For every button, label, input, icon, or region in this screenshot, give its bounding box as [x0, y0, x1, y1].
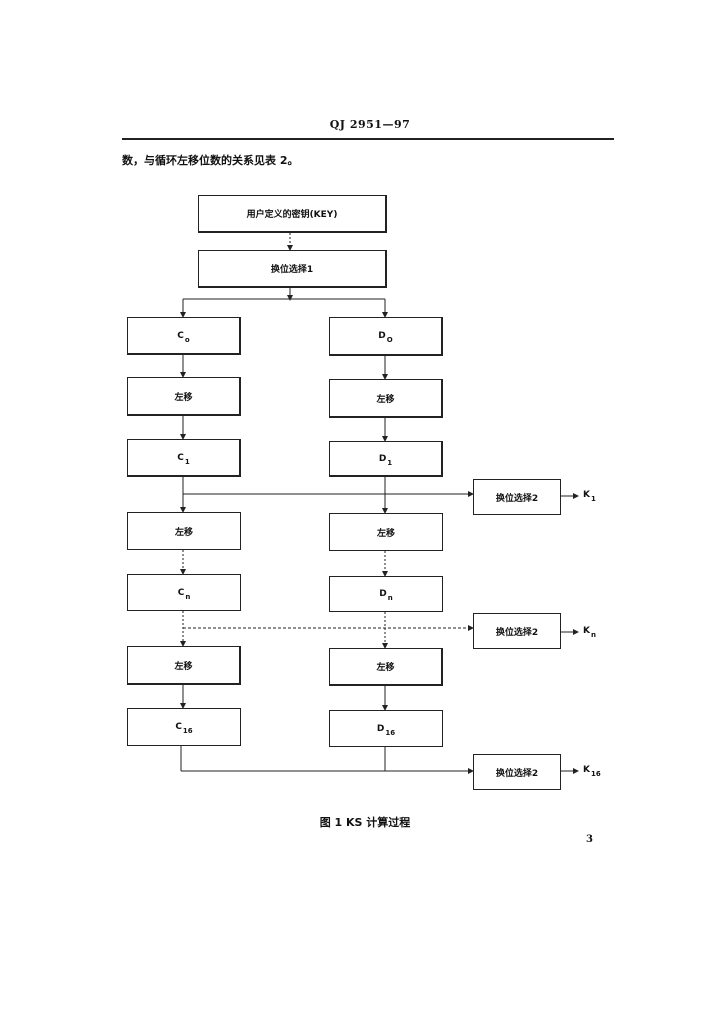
key-box-label: 用户定义的密钥(KEY) — [246, 210, 338, 220]
c1-base: C — [177, 452, 184, 463]
c-shift-label-2: 左移 — [174, 527, 193, 538]
standard-code: QJ 2951—97 — [329, 118, 411, 131]
d-shift-label-2: 左移 — [376, 528, 395, 539]
k16-base: K — [583, 765, 590, 775]
dn-sub: n — [387, 594, 393, 602]
cn-sub: n — [185, 592, 191, 601]
k1-base: K — [583, 490, 590, 500]
d0-sub: O — [386, 336, 393, 344]
d1-base: D — [378, 453, 387, 464]
intro-text: 数，与循环左移位数的关系见表 2。 — [122, 154, 299, 167]
k1-output: K1 — [583, 490, 596, 503]
pc2-box-3: 换位选择2 — [473, 754, 561, 790]
c-shift-box-2: 左移 — [127, 512, 241, 550]
d-shift-box-3: 左移 — [329, 648, 443, 686]
kn-base: K — [583, 626, 590, 636]
c1-sub: 1 — [184, 457, 190, 466]
pc1-box-label: 换位选择1 — [270, 265, 314, 275]
k16-sub: 16 — [590, 770, 601, 778]
c-shift-label-3: 左移 — [174, 661, 193, 672]
pc2-label-1: 换位选择2 — [495, 493, 539, 504]
c-shift-box-1: 左移 — [127, 377, 241, 416]
d-shift-label-3: 左移 — [376, 663, 395, 673]
pc2-label-2: 换位选择2 — [495, 627, 539, 638]
figure-caption: 图 1 KS 计算过程 — [319, 816, 411, 829]
d16-sub: 16 — [385, 728, 396, 737]
pc2-label-3: 换位选择2 — [495, 768, 539, 779]
d16-base: D — [376, 723, 385, 734]
kn-output: Kn — [583, 626, 596, 639]
c16-base: C — [175, 722, 182, 732]
c16-sub: 16 — [182, 727, 193, 735]
d-shift-box-1: 左移 — [329, 379, 443, 418]
d0-base: D — [378, 331, 386, 341]
c-shift-box-3: 左移 — [127, 646, 241, 685]
c-shift-label-1: 左移 — [174, 392, 193, 403]
dn-base: D — [379, 589, 387, 599]
pc2-box-2: 换位选择2 — [473, 613, 561, 649]
k16-output: K16 — [583, 765, 601, 778]
k1-sub: 1 — [590, 495, 596, 503]
c0-sub: o — [184, 335, 190, 344]
d1-sub: 1 — [387, 458, 393, 467]
page-number: 3 — [586, 834, 593, 845]
pc1-box: 换位选择1 — [198, 250, 387, 288]
d-shift-box-2: 左移 — [329, 513, 443, 551]
key-box: 用户定义的密钥(KEY) — [198, 195, 387, 233]
kn-sub: n — [590, 631, 596, 639]
d-shift-label-1: 左移 — [376, 394, 395, 405]
cn-base: C — [177, 587, 185, 598]
header-rule — [122, 138, 614, 140]
c0-base: C — [177, 330, 184, 341]
pc2-box-1: 换位选择2 — [473, 479, 561, 515]
